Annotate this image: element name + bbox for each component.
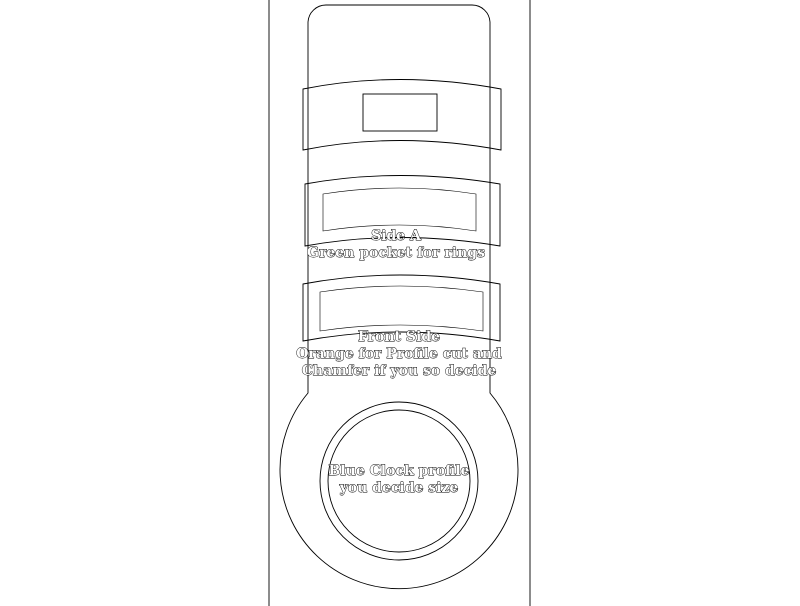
clock-outer-circle — [319, 401, 479, 561]
band-middle-window — [322, 187, 477, 232]
band-bottom-window — [319, 285, 484, 332]
front-side-line1: Orange for Profile cut and — [296, 346, 502, 362]
front-side-line2: Chamfer if you so decide — [302, 363, 497, 379]
clock-inner-circle — [327, 409, 471, 553]
curved-band-middle — [304, 175, 501, 247]
clock-label-line1: Blue Clock profile — [329, 463, 470, 479]
side-a-title: Side A — [371, 228, 422, 244]
curved-band-top — [302, 79, 502, 151]
band-top-window — [362, 93, 438, 132]
front-side-title: Front Side — [358, 329, 440, 345]
side-a-desc: Green pocket for rings — [307, 245, 485, 261]
profile-outline — [279, 4, 519, 590]
curved-band-bottom — [302, 274, 501, 342]
clock-label-line2: you decide size — [339, 480, 459, 496]
board-outline — [268, 0, 531, 606]
